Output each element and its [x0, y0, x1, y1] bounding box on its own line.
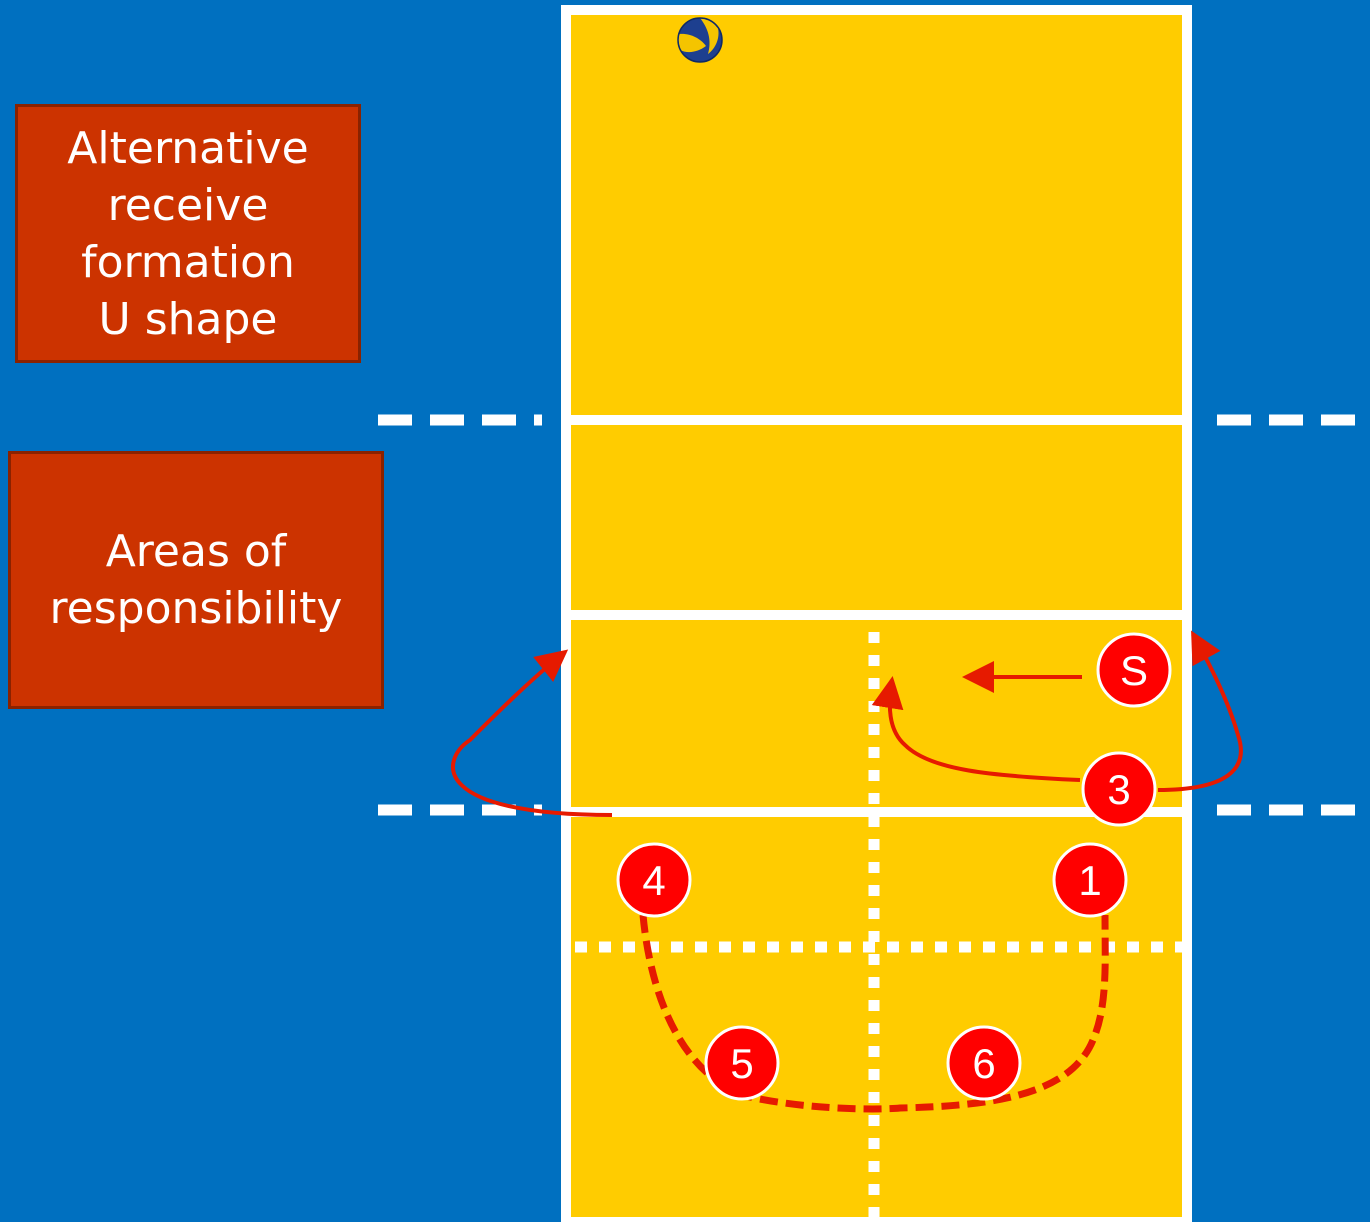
- volleyball-icon: [677, 17, 723, 63]
- player-marker-3: 3: [1081, 751, 1157, 827]
- player-circle: [946, 1025, 1022, 1101]
- arrow-3-to-center: [871, 676, 1081, 782]
- formation-title-box: Alternative receive formation U shape: [15, 104, 361, 363]
- formation-title: Alternative receive formation U shape: [67, 122, 309, 345]
- areas-title-box: Areas of responsibility: [8, 451, 384, 709]
- arrow-3-to-right: [1157, 630, 1243, 792]
- u-shape-path: [639, 914, 1109, 1113]
- player-circle: [1052, 842, 1128, 918]
- player-label: 6: [972, 1040, 995, 1087]
- player-label: 3: [1107, 766, 1130, 813]
- player-circle: [704, 1025, 780, 1101]
- player-label: S: [1120, 647, 1148, 694]
- player-circle: [616, 842, 692, 918]
- players-layer: S 3 4 1 5 6: [616, 632, 1172, 1101]
- player-marker-4: 4: [616, 842, 692, 918]
- player-marker-s: S: [1096, 632, 1172, 708]
- player-marker-5: 5: [704, 1025, 780, 1101]
- areas-title: Areas of responsibility: [49, 526, 343, 634]
- player-marker-1: 1: [1052, 842, 1128, 918]
- player-label: 1: [1078, 857, 1101, 904]
- player-marker-6: 6: [946, 1025, 1022, 1101]
- player-circle: [1081, 751, 1157, 827]
- arrow-4-to-net: [451, 649, 613, 817]
- player-circle: [1096, 632, 1172, 708]
- player-label: 5: [730, 1040, 753, 1087]
- player-label: 4: [642, 857, 665, 904]
